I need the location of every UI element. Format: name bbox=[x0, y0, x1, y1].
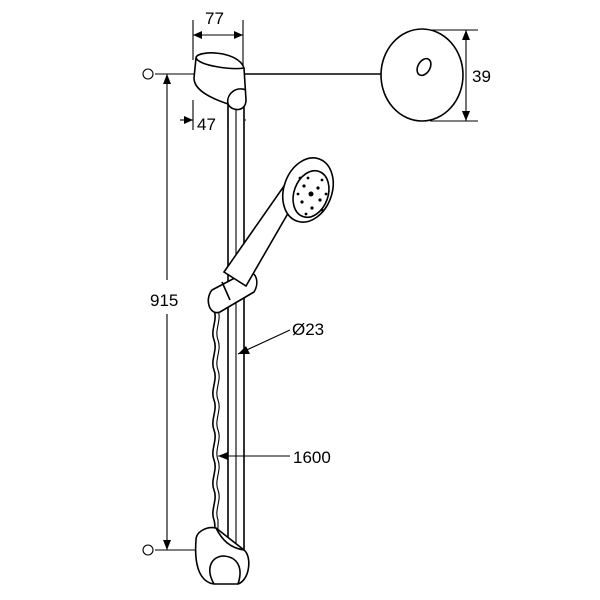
dim-label-1600: 1600 bbox=[293, 448, 331, 467]
dimension-915: 915 bbox=[142, 68, 195, 556]
dim-label-47: 47 bbox=[197, 115, 216, 134]
rosette-view: 39 bbox=[240, 28, 491, 122]
dim-label-915: 915 bbox=[150, 291, 178, 310]
rosette-slot bbox=[416, 57, 432, 77]
dimension-77: 77 bbox=[192, 9, 244, 75]
dimension-diameter: Ø23 bbox=[237, 320, 324, 355]
bottom-bracket bbox=[194, 526, 250, 585]
shower-hose bbox=[212, 309, 216, 549]
top-bracket bbox=[193, 52, 247, 111]
shower-rail bbox=[227, 99, 245, 551]
hand-shower-head bbox=[281, 157, 335, 223]
nozzle-pattern bbox=[296, 176, 328, 216]
hand-shower bbox=[222, 157, 335, 288]
dim-label-diameter: Ø23 bbox=[292, 320, 324, 339]
dimension-1600: 1600 bbox=[218, 448, 331, 467]
dim-label-77: 77 bbox=[205, 9, 224, 28]
dim-label-39: 39 bbox=[472, 67, 491, 86]
